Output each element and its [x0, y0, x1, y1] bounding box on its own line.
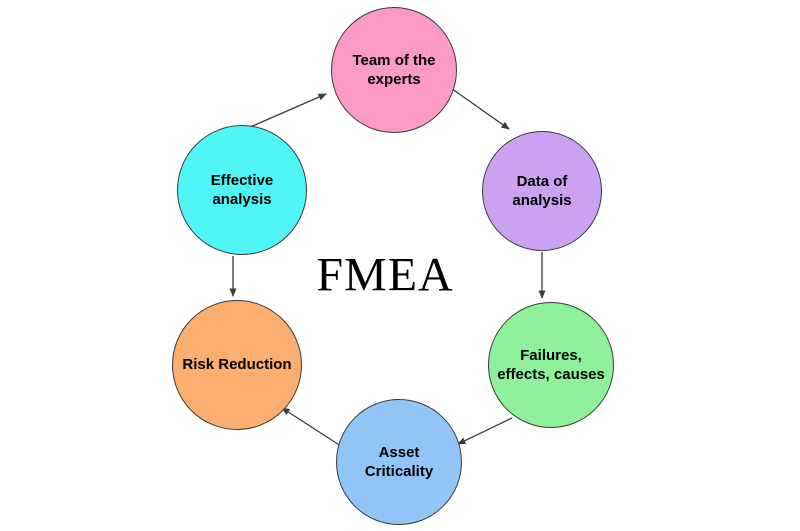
node-risk-reduction: Risk Reduction	[172, 300, 302, 430]
node-label: experts	[367, 71, 421, 88]
node-label: Data of	[516, 172, 568, 190]
node-team-of-experts: Team of the experts	[331, 7, 457, 133]
diagram-title: FMEA	[316, 248, 454, 302]
node-label: Failures,	[520, 346, 582, 364]
node-label: Criticality	[364, 463, 434, 480]
node-failures-effects-causes: Failures, effects, causes	[488, 302, 614, 428]
arrow-asset-to-risk	[281, 407, 345, 449]
node-data-of-analysis: Data of analysis	[482, 131, 602, 251]
node-label: effects, causes	[497, 366, 605, 383]
node-label: analysis	[512, 192, 572, 209]
node-asset-criticality: Asset Criticality	[336, 399, 462, 525]
node-label: Effective	[210, 171, 274, 189]
arrow-failures-to-asset	[457, 417, 513, 445]
node-label: Asset	[378, 443, 420, 461]
node-label: Team of the	[352, 51, 436, 69]
node-label: Risk Reduction	[182, 356, 292, 374]
node-effective-analysis: Effective analysis	[177, 125, 307, 255]
node-label: analysis	[212, 191, 272, 208]
arrow-effective-to-team	[247, 93, 327, 129]
arrow-team-to-data	[447, 85, 510, 130]
